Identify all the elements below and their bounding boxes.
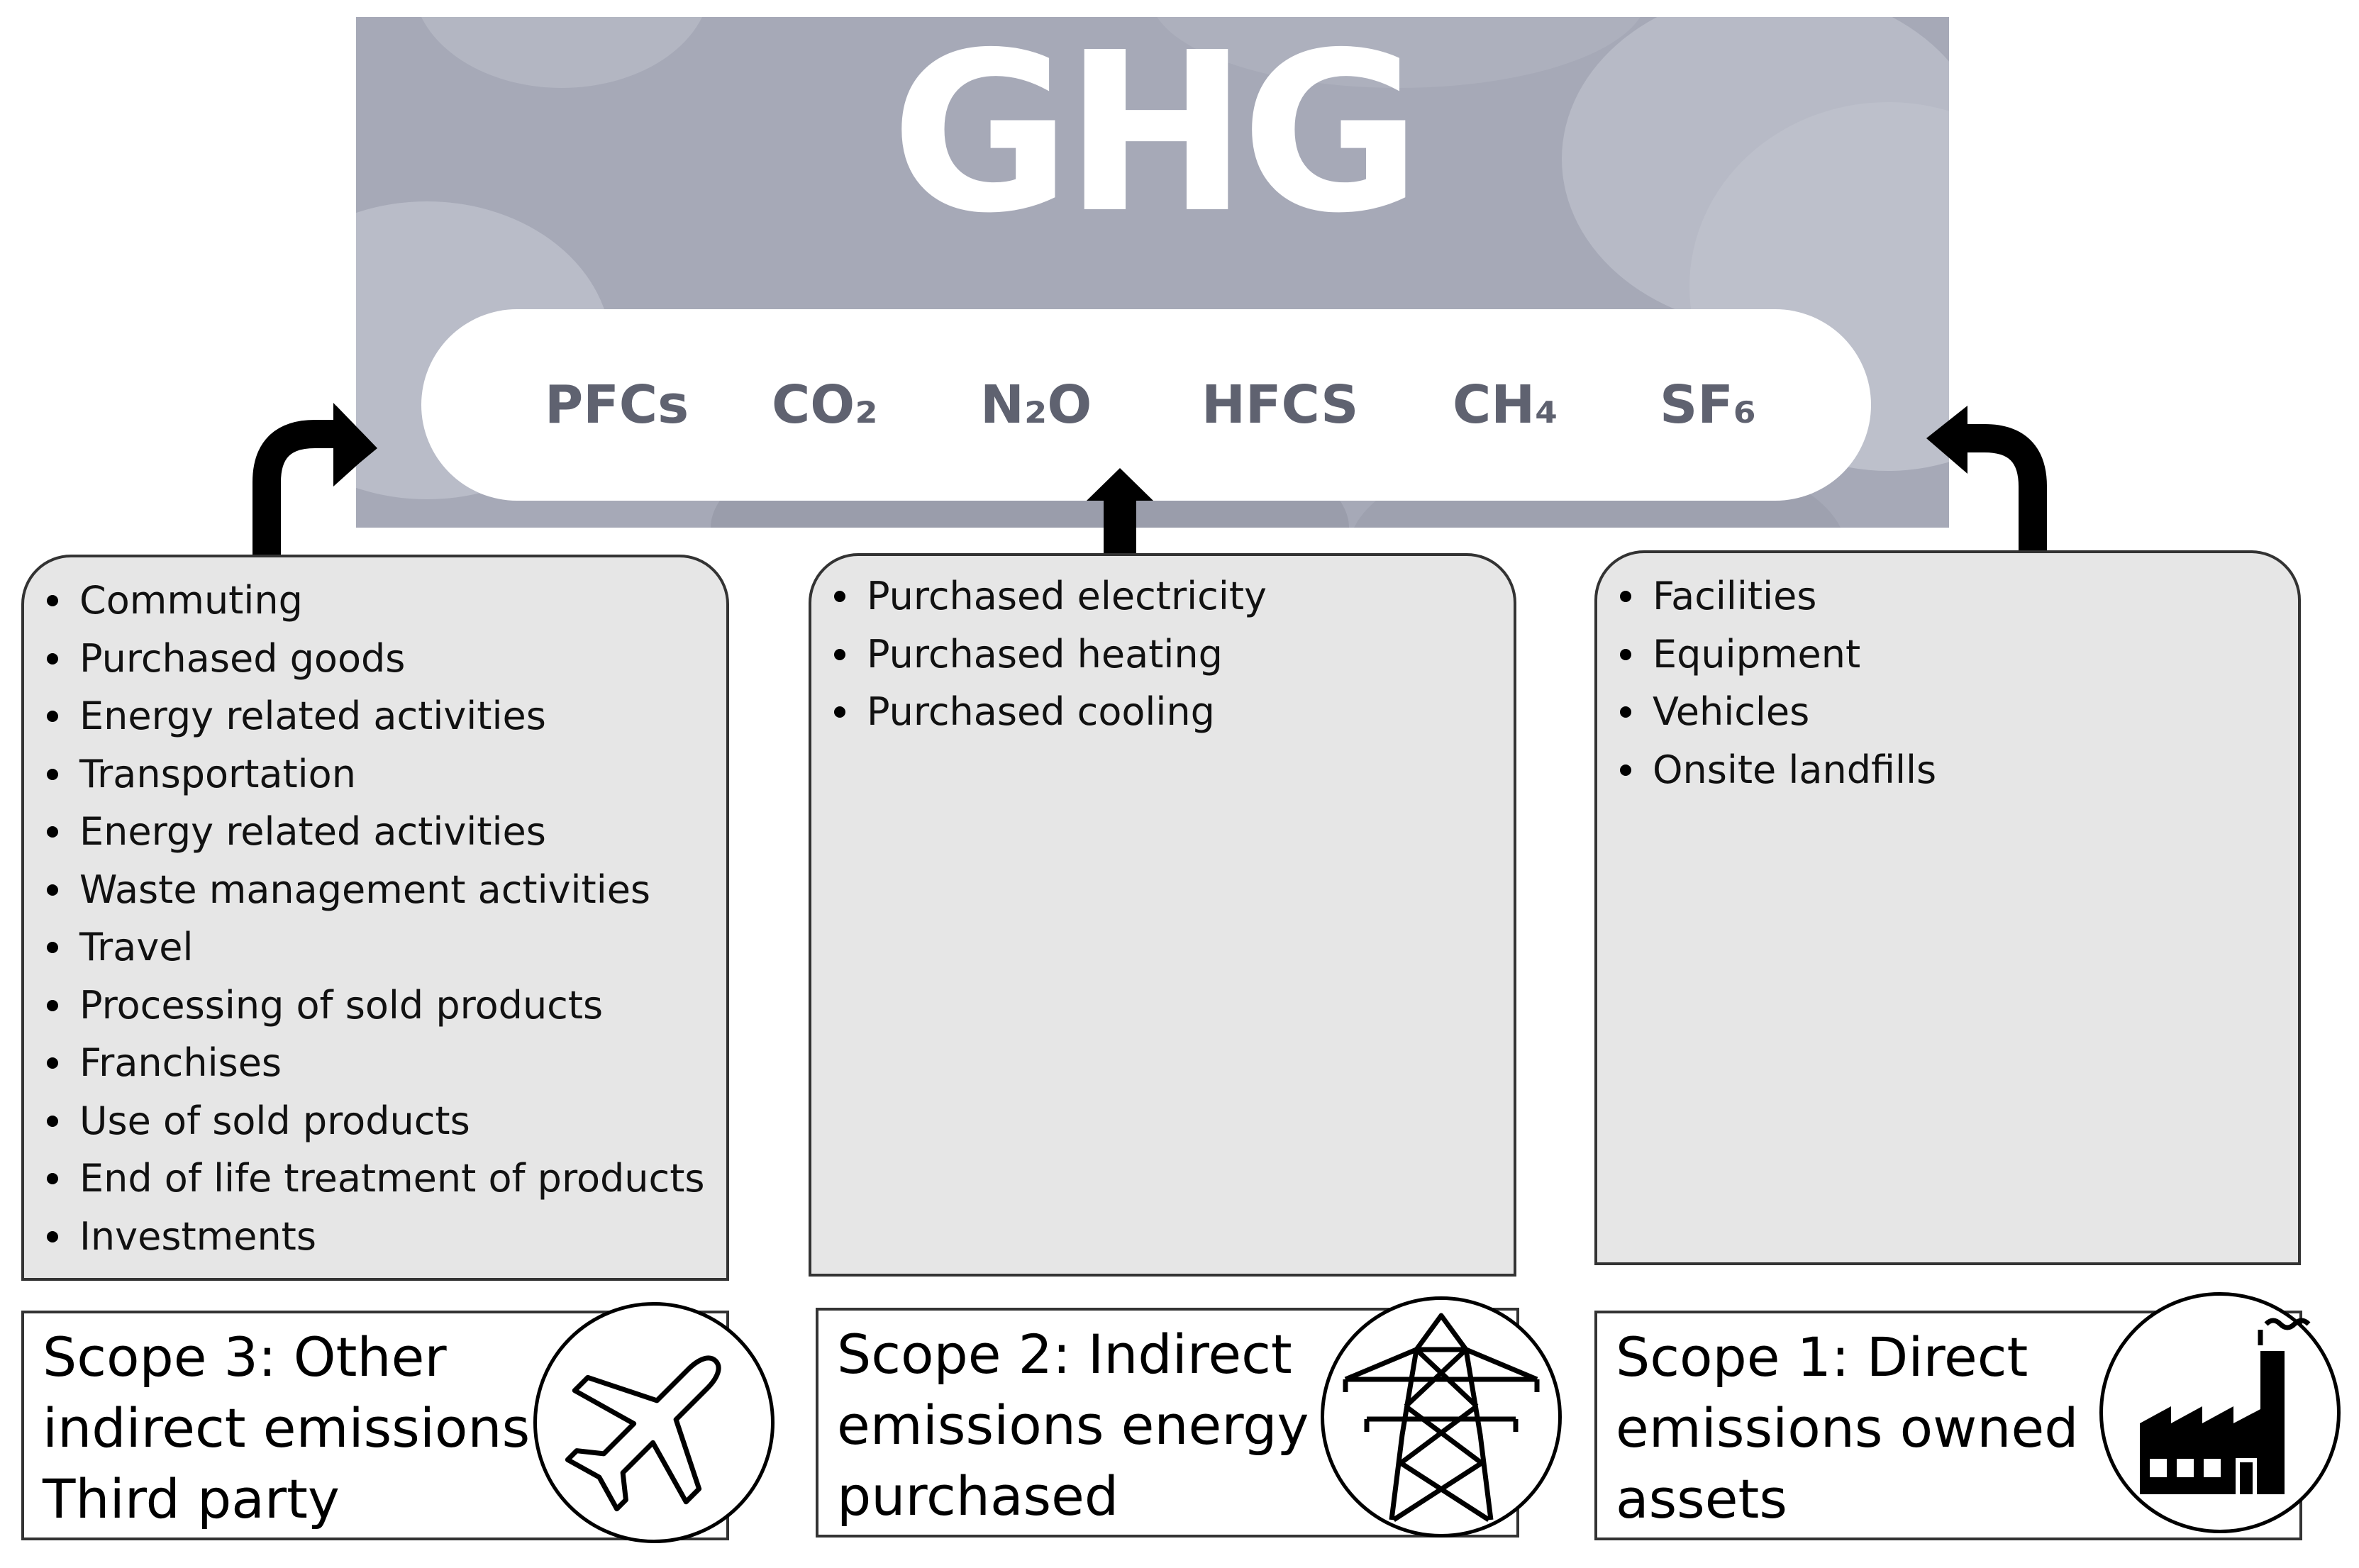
gas-ch4: CH₄ (1453, 374, 1558, 435)
scope1-title-line: assets (1616, 1467, 1787, 1530)
scope3-arrow (252, 420, 338, 555)
list-item: Vehicles (1597, 683, 2298, 741)
scope3-activity-list: Commuting Purchased goods Energy related… (24, 572, 726, 1265)
scope2-title-line: Scope 2: Indirect (837, 1323, 1292, 1386)
scope1-activities-box: Facilities Equipment Vehicles Onsite lan… (1594, 550, 2301, 1265)
power-tower-icon (1343, 1313, 1540, 1522)
list-item: Use of sold products (24, 1092, 726, 1150)
list-item: Travel (24, 918, 726, 977)
scope2-activity-list: Purchased electricity Purchased heating … (811, 567, 1514, 741)
list-item: End of life treatment of products (24, 1150, 726, 1208)
ghg-banner: GHG PFCs CO₂ N₂O HFCS CH₄ SF₆ (356, 17, 1949, 528)
gas-sf6: SF₆ (1660, 374, 1757, 435)
scope2-title-line: emissions energy (837, 1394, 1309, 1457)
ghg-title: GHG (890, 17, 1421, 262)
list-item: Facilities (1597, 567, 2298, 625)
scope2-title-line: purchased (837, 1464, 1119, 1528)
gas-n2o: N₂O (980, 374, 1092, 435)
gas-hfcs: HFCS (1201, 374, 1359, 435)
airplane-icon (565, 1355, 721, 1512)
scope3-activities-box: Commuting Purchased goods Energy related… (21, 555, 729, 1281)
scope2-activities-box: Purchased electricity Purchased heating … (809, 553, 1516, 1277)
scope3-title: Scope 3: Other indirect emissions Third … (43, 1322, 530, 1535)
list-item: Processing of sold products (24, 977, 726, 1035)
scope2-icon-circle (1321, 1296, 1562, 1538)
scope1-icon-circle (2099, 1292, 2341, 1533)
list-item: Energy related activities (24, 687, 726, 745)
scope3-title-line: indirect emissions (43, 1396, 531, 1459)
list-item: Franchises (24, 1034, 726, 1092)
gas-co2: CO₂ (772, 374, 878, 435)
gas-list-pill: PFCs CO₂ N₂O HFCS CH₄ SF₆ (421, 309, 1871, 501)
list-item: Purchased cooling (811, 683, 1514, 741)
list-item: Purchased heating (811, 625, 1514, 684)
list-item: Investments (24, 1208, 726, 1266)
factory-icon (2140, 1318, 2311, 1494)
scope3-title-line: Scope 3: Other (43, 1325, 447, 1389)
scope1-title: Scope 1: Direct emissions owned assets (1616, 1322, 2078, 1535)
scope3-icon-circle (533, 1302, 775, 1543)
list-item: Waste management activities (24, 861, 726, 919)
scope1-title-line: emissions owned (1616, 1396, 2079, 1459)
scope1-activity-list: Facilities Equipment Vehicles Onsite lan… (1597, 567, 2298, 799)
list-item: Energy related activities (24, 803, 726, 861)
scope1-arrow (1965, 424, 2047, 550)
list-item: Purchased goods (24, 630, 726, 688)
list-item: Equipment (1597, 625, 2298, 684)
scope1-title-line: Scope 1: Direct (1616, 1325, 2028, 1389)
list-item: Commuting (24, 572, 726, 630)
list-item: Onsite landfills (1597, 741, 2298, 799)
scope3-title-line: Third party (43, 1467, 340, 1530)
gas-pfcs: PFCs (545, 374, 689, 435)
list-item: Purchased electricity (811, 567, 1514, 625)
scope2-title: Scope 2: Indirect emissions energy purch… (837, 1319, 1309, 1532)
list-item: Transportation (24, 745, 726, 804)
